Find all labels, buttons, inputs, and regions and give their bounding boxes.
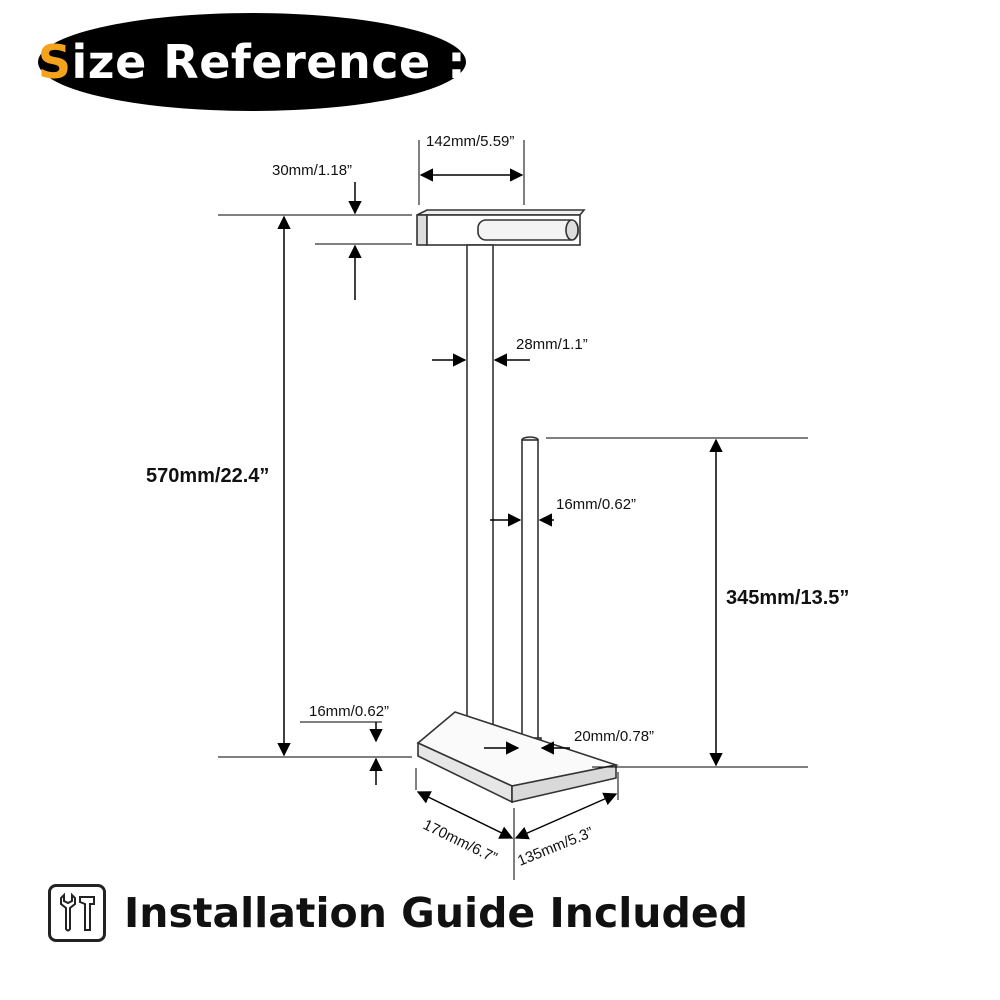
- banner-title: Size Reference :: [38, 35, 466, 89]
- spare-rod-diameter-label: 16mm/0.62”: [556, 496, 636, 513]
- top-thickness-label: 30mm/1.18”: [272, 162, 352, 179]
- spare-roll-rod: [518, 436, 542, 761]
- main-stand-pole: [466, 244, 494, 743]
- title-banner: Size Reference :: [38, 13, 466, 111]
- dimension-lines: [277, 168, 723, 840]
- rod-collar-label: 20mm/0.78”: [574, 728, 654, 745]
- stand-width-label: 28mm/1.1”: [516, 336, 588, 353]
- base-plate: [416, 711, 620, 804]
- base-length-label: 170mm/6.7”: [420, 816, 499, 866]
- wrench-hammer-icon: [48, 884, 106, 942]
- banner-title-accent-letter: S: [37, 35, 72, 89]
- extension-lines: [218, 140, 808, 880]
- banner-title-text: ize Reference :: [71, 35, 467, 89]
- base-length-dim-line: [416, 791, 514, 839]
- wrench-hammer-icon-graphic: [60, 892, 95, 932]
- base-thickness-label: 16mm/0.62”: [309, 703, 389, 720]
- installation-guide-text: Installation Guide Included: [124, 889, 748, 937]
- top-holder-bar: [416, 209, 586, 246]
- spare-rod-height-label: 345mm/13.5”: [726, 587, 849, 609]
- top-width-label: 142mm/5.59”: [426, 133, 514, 150]
- base-width-label: 135mm/5.3”: [515, 824, 596, 870]
- footer: Installation Guide Included: [48, 882, 748, 944]
- total-height-label: 570mm/22.4”: [146, 465, 269, 487]
- base-width-dim-line: [514, 792, 618, 840]
